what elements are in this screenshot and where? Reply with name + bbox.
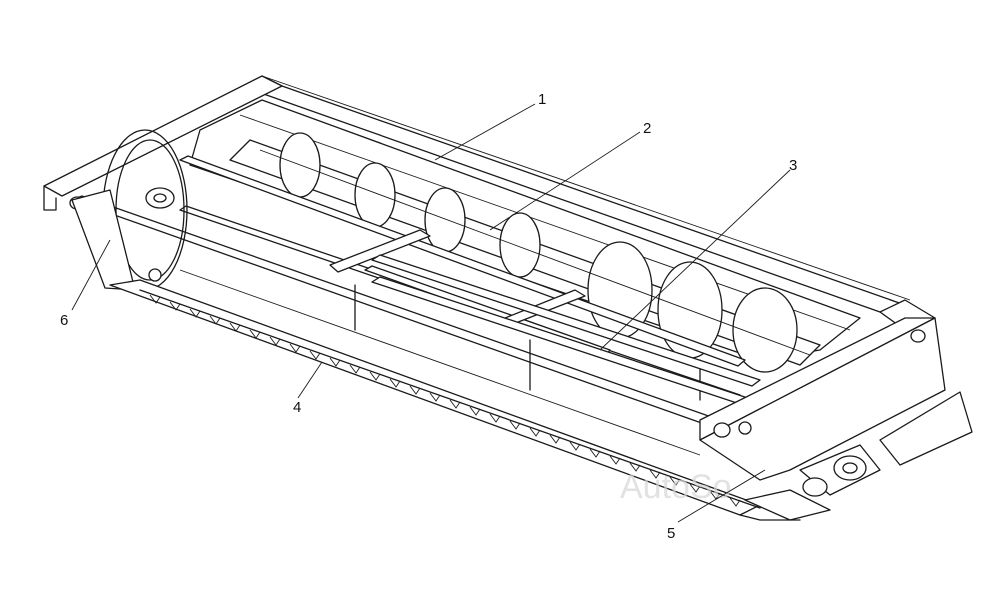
right-end-drive bbox=[699, 317, 973, 521]
callout-6: 6 bbox=[60, 312, 68, 329]
callout-4: 4 bbox=[293, 399, 301, 416]
left-side-wheel bbox=[71, 129, 188, 291]
callout-5: 5 bbox=[667, 525, 675, 542]
leader-lines bbox=[71, 103, 791, 523]
upper-frame bbox=[43, 75, 936, 331]
callout-1: 1 bbox=[538, 91, 546, 108]
callout-3: 3 bbox=[789, 157, 797, 174]
callout-2: 2 bbox=[643, 120, 651, 137]
watermark: AutoSo bbox=[620, 468, 732, 506]
